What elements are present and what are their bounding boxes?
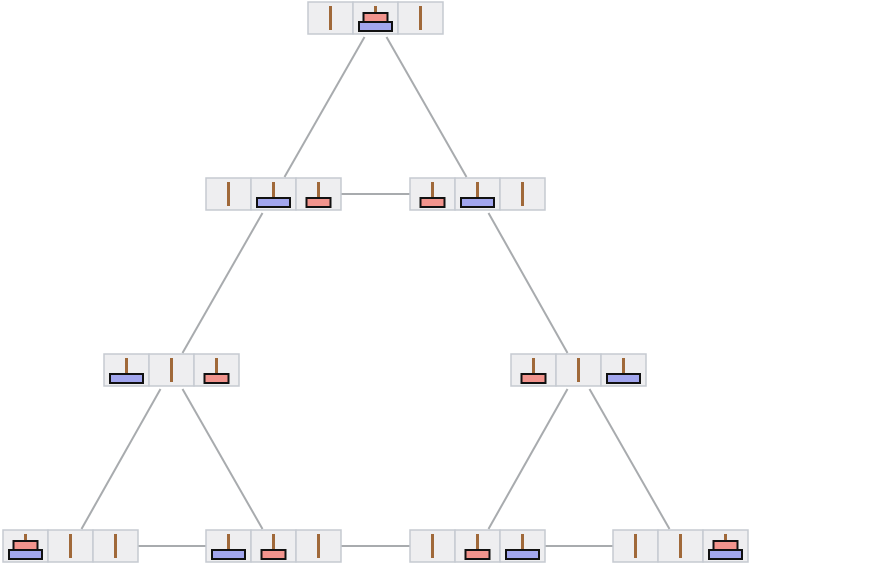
disk-small	[712, 540, 739, 551]
peg-rod	[577, 358, 580, 382]
state-node-s1	[205, 177, 342, 211]
disk-large	[460, 197, 495, 208]
peg-rod	[419, 6, 422, 30]
disk-large	[606, 373, 641, 384]
disk-small	[464, 549, 491, 560]
peg-rod	[272, 534, 275, 558]
peg-rod	[634, 534, 637, 558]
edges-layer	[80, 36, 671, 547]
edge-s2-s4	[487, 212, 569, 354]
state-node-s4	[510, 353, 647, 387]
peg-rod	[227, 534, 230, 558]
disk-small	[305, 197, 332, 208]
disk-large	[505, 549, 540, 560]
peg-rod	[317, 182, 320, 206]
state-node-s0	[307, 1, 444, 35]
peg-rod	[69, 534, 72, 558]
disk-large	[256, 197, 291, 208]
disk-small	[362, 12, 389, 23]
disk-small	[419, 197, 446, 208]
peg-rod	[272, 182, 275, 206]
peg-rod	[317, 534, 320, 558]
disk-small	[260, 549, 287, 560]
disk-small	[520, 373, 547, 384]
peg-rod	[114, 534, 117, 558]
peg-rod	[622, 358, 625, 382]
disk-large	[708, 549, 743, 560]
peg-rod	[431, 534, 434, 558]
peg-rod	[521, 534, 524, 558]
peg-rod	[329, 6, 332, 30]
peg-rod	[215, 358, 218, 382]
edge-s0-s2	[385, 36, 468, 178]
disk-large	[8, 549, 43, 560]
disk-large	[358, 21, 393, 32]
edge-s3-s5	[80, 388, 162, 530]
state-node-s5	[2, 529, 139, 563]
peg-rod	[679, 534, 682, 558]
peg-rod	[125, 358, 128, 382]
edge-s4-s8	[588, 388, 671, 530]
state-node-s7	[409, 529, 546, 563]
state-node-s3	[103, 353, 240, 387]
peg-rod	[227, 182, 230, 206]
state-node-s2	[409, 177, 546, 211]
state-node-s6	[205, 529, 342, 563]
disk-small	[203, 373, 230, 384]
edge-s4-s7	[487, 388, 569, 530]
peg-rod	[476, 182, 479, 206]
state-node-s8	[612, 529, 749, 563]
disk-small	[12, 540, 39, 551]
peg-rod	[532, 358, 535, 382]
peg-rod	[521, 182, 524, 206]
disk-large	[211, 549, 246, 560]
edge-s0-s1	[283, 36, 366, 178]
disk-large	[109, 373, 144, 384]
edge-s1-s3	[181, 212, 264, 354]
nodes-layer	[2, 1, 749, 563]
peg-rod	[476, 534, 479, 558]
peg-rod	[170, 358, 173, 382]
peg-rod	[431, 182, 434, 206]
edge-s3-s6	[181, 388, 264, 530]
